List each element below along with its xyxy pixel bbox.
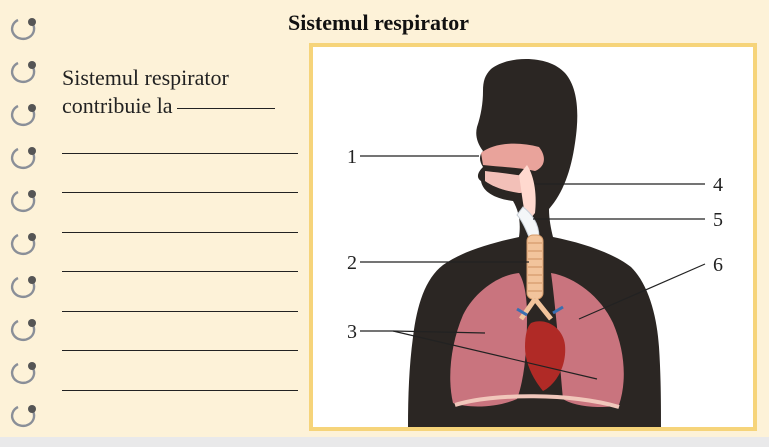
label-3: 3 <box>347 321 357 343</box>
answer-blank-inline[interactable] <box>177 108 275 109</box>
label-5: 5 <box>713 209 723 231</box>
prompt-text: Sistemul respirator contribuie la <box>62 64 302 120</box>
answer-line[interactable] <box>62 271 298 272</box>
binder-rings <box>0 0 60 440</box>
label-4: 4 <box>713 174 723 196</box>
ring-icon <box>6 143 40 173</box>
respiratory-illustration: 1 2 3 4 5 6 <box>313 47 753 427</box>
ring-icon <box>6 100 40 130</box>
label-2: 2 <box>347 252 357 274</box>
ring-icon <box>6 186 40 216</box>
ring-icon <box>6 401 40 431</box>
bottom-strip <box>0 437 769 447</box>
label-6: 6 <box>713 254 723 276</box>
answer-line[interactable] <box>62 232 298 233</box>
ring-icon <box>6 315 40 345</box>
answer-line[interactable] <box>62 390 298 391</box>
respiratory-system-figure: 1 2 3 4 5 6 <box>309 43 757 431</box>
prompt-line-2: contribuie la <box>62 93 173 118</box>
ring-icon <box>6 14 40 44</box>
ring-icon <box>6 57 40 87</box>
answer-line[interactable] <box>62 192 298 193</box>
ring-icon <box>6 229 40 259</box>
ring-icon <box>6 272 40 302</box>
page-title: Sistemul respirator <box>288 10 538 36</box>
answer-line[interactable] <box>62 153 298 154</box>
ring-icon <box>6 358 40 388</box>
answer-line[interactable] <box>62 311 298 312</box>
prompt-line-1: Sistemul respirator <box>62 64 302 92</box>
answer-line[interactable] <box>62 350 298 351</box>
label-1: 1 <box>347 146 357 168</box>
